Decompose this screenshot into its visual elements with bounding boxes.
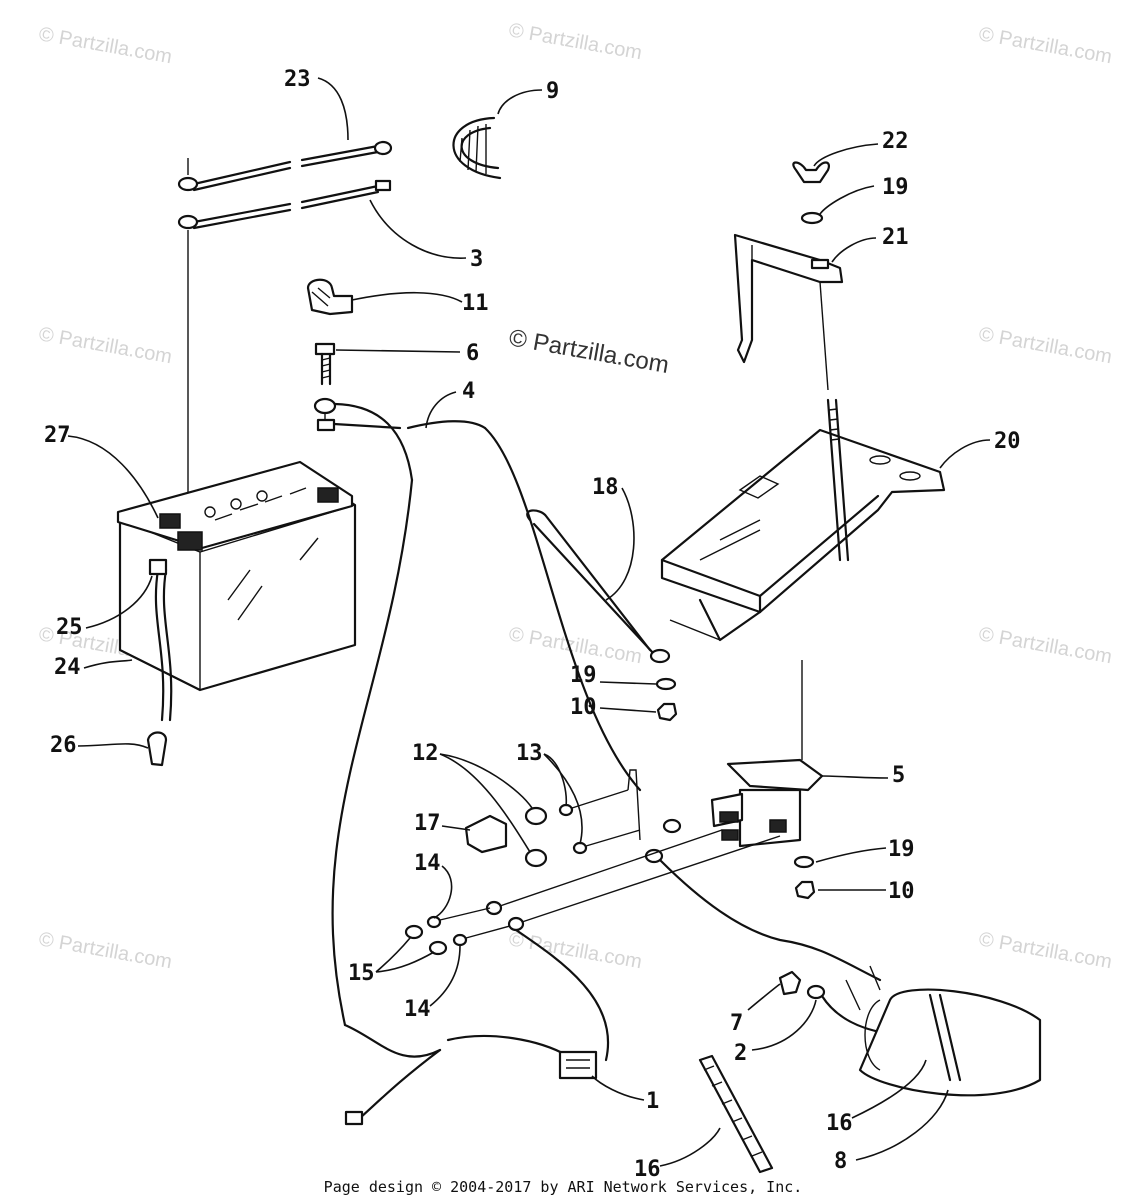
washer-nut-right [793,855,816,900]
hardware-cluster [404,769,781,956]
callout-13: 13 [516,741,543,766]
leader-lines [67,77,991,1167]
starter-solenoid [710,660,824,848]
callout-17: 17 [414,811,441,836]
callout-21: 21 [882,225,909,250]
callout-14-bottom: 14 [404,997,431,1022]
callout-19-mid: 19 [570,663,597,688]
callout-16-bottom: 16 [634,1157,661,1182]
callout-27: 27 [44,423,71,448]
callout-20: 20 [994,429,1021,454]
callout-23: 23 [284,67,311,92]
callout-25: 25 [56,615,83,640]
terminal-bolt [314,342,336,386]
callout-9: 9 [546,79,559,104]
washer-top [800,211,824,225]
callout-14-top: 14 [414,851,441,876]
callout-3: 3 [470,247,483,272]
watermark: © Partzilla.com [37,323,174,368]
watermark-center: © Partzilla.com [507,324,671,379]
watermark: © Partzilla.com [37,928,174,973]
hold-down-bracket [733,233,850,562]
watermark: © Partzilla.com [507,19,644,64]
callout-26: 26 [50,733,77,758]
terminal-boot [306,278,354,316]
callout-12: 12 [412,741,439,766]
watermark: © Partzilla.com [977,323,1114,368]
footer-credit: Page design © 2004-2017 by ARI Network S… [324,1178,803,1196]
hold-down-rod [526,509,671,664]
battery-tray [660,428,946,642]
watermark: © Partzilla.com [977,928,1114,973]
callout-2: 2 [734,1041,747,1066]
vent-tube [146,558,173,767]
callout-5: 5 [892,763,905,788]
callout-24: 24 [54,655,81,680]
strap-part [452,116,502,180]
callout-15: 15 [348,961,375,986]
watermark: © Partzilla.com [37,23,174,68]
callout-labels: 23 9 3 11 6 4 22 19 21 20 27 25 24 26 18… [44,67,1021,1182]
callout-6: 6 [466,341,479,366]
wiring-harness [343,928,610,1126]
starter-assembly [658,858,1042,1174]
watermark: © Partzilla.com [977,623,1114,668]
battery-cable-4 [313,397,642,1027]
watermark: © Partzilla.com [977,23,1114,68]
callout-1: 1 [646,1089,659,1114]
callout-16-right: 16 [826,1111,853,1136]
callout-18: 18 [592,475,619,500]
callout-8: 8 [834,1149,847,1174]
callout-11: 11 [462,291,489,316]
callout-19-right: 19 [888,837,915,862]
callout-10-mid: 10 [570,695,597,720]
watermark: © Partzilla.com [507,928,644,973]
callout-10-right: 10 [888,879,915,904]
callout-19-top: 19 [882,175,909,200]
battery [116,460,357,692]
callout-4: 4 [462,379,475,404]
washer-nut-middle [655,677,678,722]
wing-nut [792,161,830,184]
callout-7: 7 [730,1011,743,1036]
battery-cables-top [177,140,393,530]
callout-22: 22 [882,129,909,154]
